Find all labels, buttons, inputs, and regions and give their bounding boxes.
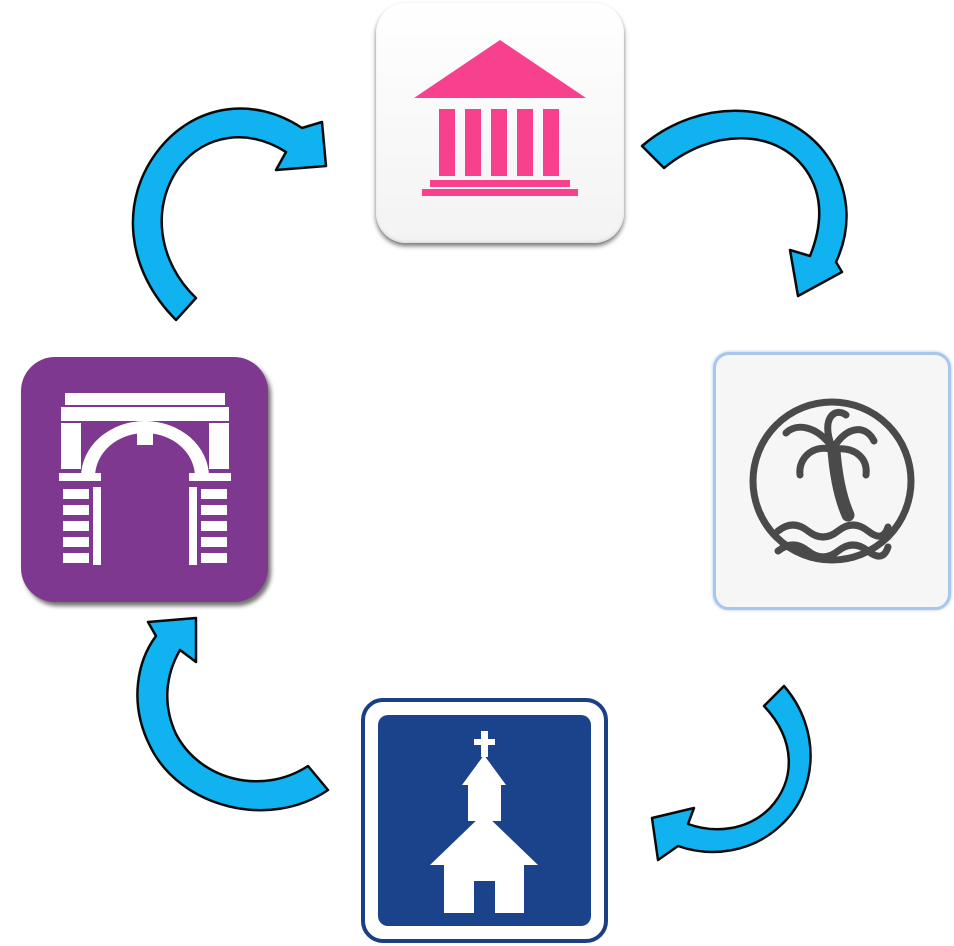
triumphal-arch-icon — [59, 393, 231, 565]
church-node — [361, 698, 608, 943]
beach-node — [713, 352, 951, 610]
museum-node — [376, 3, 624, 243]
church-sign-panel — [378, 715, 591, 926]
church-icon — [430, 731, 538, 913]
museum-building-icon — [414, 40, 586, 196]
arrow-church-to-arch — [136, 616, 330, 812]
arch-node — [21, 357, 268, 602]
arrow-beach-to-church — [650, 684, 812, 862]
arrow-arch-to-museum — [131, 107, 328, 322]
arrow-museum-to-beach — [640, 109, 848, 298]
palm-tree-beach-icon — [749, 398, 915, 564]
